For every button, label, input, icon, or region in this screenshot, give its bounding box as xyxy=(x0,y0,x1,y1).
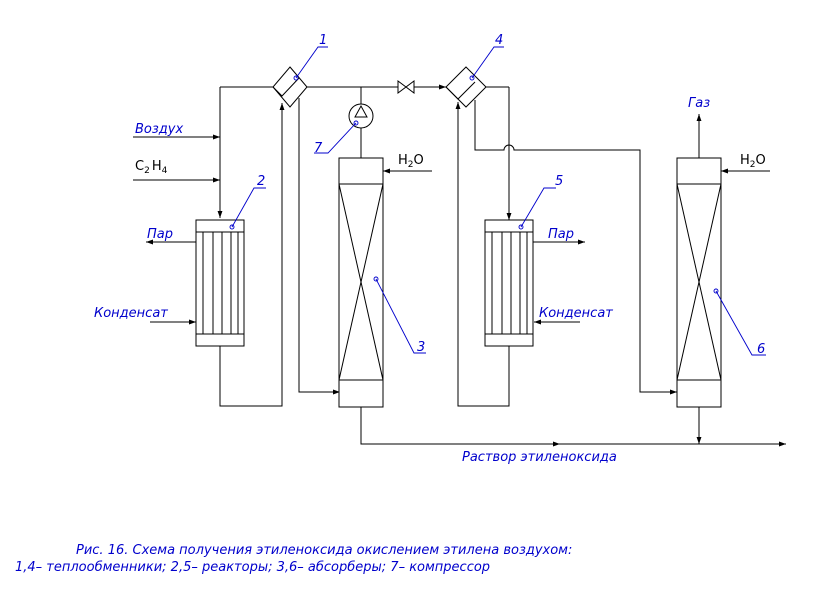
leader-5 xyxy=(520,187,556,228)
piping xyxy=(133,84,786,447)
caption-line-2: 1,4– теплообменники; 2,5– реакторы; 3,6–… xyxy=(15,560,490,575)
air-label: Воздух xyxy=(135,122,183,137)
pipe-reactor2-to-hx1 xyxy=(219,103,285,407)
leader-3 xyxy=(375,278,426,354)
leader-2 xyxy=(231,187,266,228)
heat-exchanger-1 xyxy=(272,66,308,108)
item-number-7: 7 xyxy=(314,141,323,156)
water-label-absorber-6: H2O xyxy=(740,153,766,170)
condensate-label-2: Конденсат xyxy=(539,306,613,321)
item-number-3: 3 xyxy=(417,340,425,355)
water-label-absorber-3: H2O xyxy=(398,153,424,170)
leader-4 xyxy=(471,46,504,79)
heat-exchanger-4 xyxy=(445,66,487,108)
pipe-hx4-to-absorber6 xyxy=(474,100,677,395)
item-number-5: 5 xyxy=(555,174,563,189)
pipe-hx1-to-absorber3 xyxy=(298,98,340,395)
reactor-5 xyxy=(484,219,534,347)
leader-1 xyxy=(295,46,328,79)
steam-label-1: Пар xyxy=(147,227,173,242)
item-number-6: 6 xyxy=(757,342,765,357)
pipe-reactor5-to-hx4 xyxy=(455,102,510,407)
leader-6 xyxy=(715,290,766,356)
item-number-4: 4 xyxy=(495,33,503,48)
absorber-3 xyxy=(338,157,384,408)
product-label: Раствор этиленоксида xyxy=(462,450,617,465)
item-number-2: 2 xyxy=(257,174,265,189)
leader-7 xyxy=(314,122,357,154)
steam-label-2: Пар xyxy=(548,227,574,242)
condensate-label-1: Конденсат xyxy=(94,306,168,321)
item-number-1: 1 xyxy=(319,33,327,48)
absorber-6 xyxy=(676,157,722,408)
product-line-a xyxy=(360,407,560,447)
compressor-7 xyxy=(348,103,374,129)
leader-lines xyxy=(231,46,766,356)
caption-line-1: Рис. 16. Схема получения этиленоксида ок… xyxy=(76,543,572,558)
reactor-2 xyxy=(195,219,245,347)
valve-icon xyxy=(397,80,415,94)
gas-label: Газ xyxy=(688,96,710,111)
